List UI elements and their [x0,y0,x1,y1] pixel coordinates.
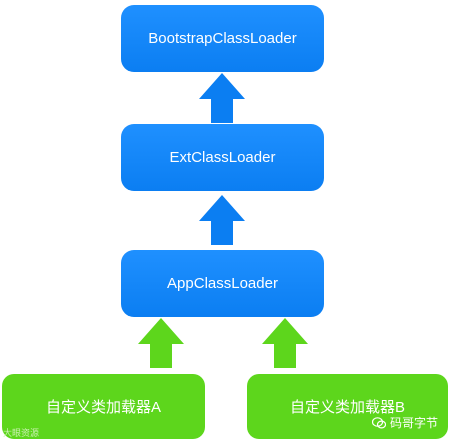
custom-classloader-b-node: 自定义类加载器B [247,374,448,439]
custom-classloader-b-label: 自定义类加载器B [289,399,405,416]
watermark-left: 大眼资源 [3,426,39,439]
app-classloader-label: AppClassLoader [167,275,278,292]
arrow-up-icon [199,195,245,245]
bootstrap-classloader-node: BootstrapClassLoader [121,5,324,72]
ext-classloader-node: ExtClassLoader [121,124,324,191]
watermark-left-text: 大眼资源 [3,428,40,438]
arrow-ext-to-bootstrap [199,73,245,123]
arrow-up-icon [199,73,245,123]
arrow-app-to-ext [199,195,245,245]
arrow-custom-b-to-app [262,318,308,368]
custom-classloader-a-node: 自定义类加载器A [2,374,205,439]
arrow-custom-a-to-app [138,318,184,368]
wechat-icon [371,416,386,429]
watermark-right-text: 码哥字节 [389,416,438,430]
app-classloader-node: AppClassLoader [121,250,324,317]
ext-classloader-label: ExtClassLoader [169,149,276,166]
bootstrap-classloader-label: BootstrapClassLoader [148,30,297,47]
custom-classloader-a-label: 自定义类加载器A [45,399,161,416]
arrow-up-icon [138,318,184,368]
arrow-up-icon [262,318,308,368]
watermark-right: 码哥字节 [371,414,438,431]
